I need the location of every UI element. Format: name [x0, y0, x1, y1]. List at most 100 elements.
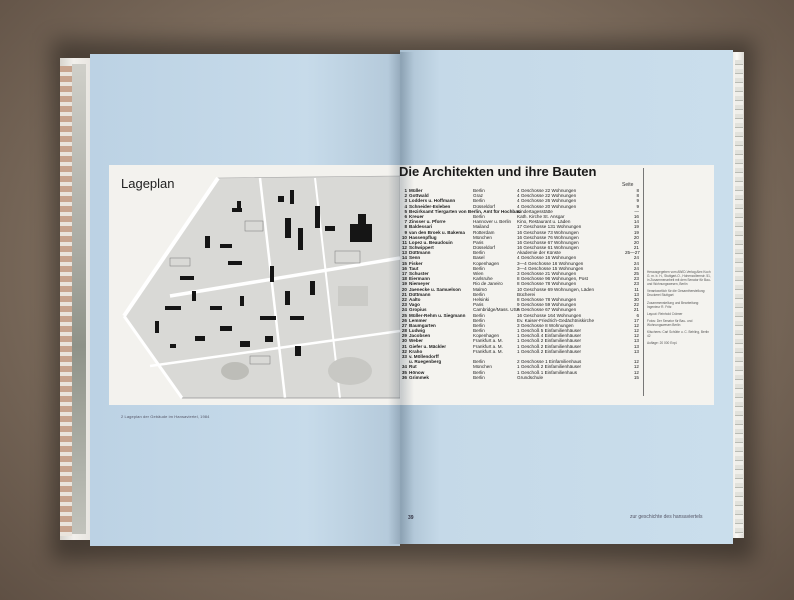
architect-name: Lemmer — [409, 317, 427, 323]
architect-city: Berlin — [473, 188, 485, 193]
row-number: 32 — [401, 348, 407, 354]
row-number: 7 — [404, 219, 407, 225]
architect-city: Hannover u. Berlin — [473, 219, 512, 225]
architect-name: Gottwald — [409, 193, 429, 199]
row-number: 25 — [401, 312, 407, 318]
page-reference: 21 — [633, 307, 639, 313]
architect-city: Graz — [473, 193, 483, 199]
book-gutter-shadow — [388, 52, 414, 544]
architect-city: Berlin — [473, 374, 485, 380]
architect-city: Kopenhagen — [473, 333, 500, 339]
row-number: 16 — [401, 265, 407, 271]
row-number: 35 — [401, 369, 407, 375]
figure-caption: 2 Lageplan der Gebäude im Hansaviertel, … — [121, 414, 210, 419]
colophon-note: Klischees: Carl Schütte u. C. Behling, B… — [647, 330, 710, 339]
architect-city: Frankfurt a. M. — [473, 348, 503, 354]
architect-city: Frankfurt a. M. — [473, 338, 503, 344]
building-description: 2 Geschosse 1 Einfamilienhaus — [517, 359, 582, 365]
building-description: Kindertagesstätte — [517, 208, 553, 214]
architect-city: Rotterdam — [473, 229, 495, 235]
row-number: 12 — [401, 245, 407, 251]
left-foldout-strip — [60, 66, 72, 536]
row-number: 31 — [401, 343, 407, 349]
architect-city: Cambridge/Mass. USA — [473, 307, 520, 313]
page-reference: 30 — [633, 296, 639, 302]
architect-name: van den Broek u. Bakema — [409, 229, 465, 235]
architect-city: Berlin — [473, 265, 485, 271]
building-description: 8 Geschosse 78 Wohnungen — [517, 281, 577, 287]
table-title: Die Architekten und ihre Bauten — [399, 164, 597, 179]
row-number: 17 — [401, 271, 407, 276]
row-number: 19 — [401, 281, 407, 287]
architect-name: Ludwig — [409, 328, 426, 334]
row-number: 22 — [401, 296, 407, 302]
building-description: 3 Geschosse 8 Wohnungen — [517, 322, 574, 328]
building-description: 1 Geschoß 5 Einfamilienhäuser — [517, 328, 582, 334]
architect-city: Basel — [473, 255, 485, 261]
architect-name: Kraho — [409, 348, 423, 354]
page-reference: 14 — [633, 219, 639, 225]
building-description: 4 Geschosse 20 Wohnungen — [517, 203, 577, 209]
page-reference: 11 — [634, 286, 639, 292]
architect-city: Paris — [473, 302, 484, 308]
page-reference: 20 — [633, 234, 639, 240]
row-number: 14 — [401, 255, 407, 261]
building-description: 16 Geschosse 164 Wohnungen — [517, 312, 582, 318]
architect-name: Schuster — [409, 271, 429, 276]
page-reference: 15 — [633, 374, 639, 380]
building-description: 8 Geschosse 78 Wohnungen — [517, 296, 577, 302]
page-reference: 13 — [633, 291, 639, 297]
architect-city: Karlsruhe — [473, 276, 493, 282]
row-number: 9 — [404, 229, 407, 235]
page-reference: 24 — [633, 260, 639, 266]
building-description: 9 Geschosse 67 Wohnungen — [517, 307, 577, 313]
building-description: 16 Geschosse 73 Wohnungen — [517, 229, 579, 235]
building-description: 16 Geschosse 67 Wohnungen — [517, 239, 579, 245]
architect-name: v. Möllendorff — [409, 354, 439, 359]
architect-name: Senn — [409, 255, 421, 261]
architect-city: Frankfurt a. M. — [473, 343, 503, 349]
building-description: 4 Geschosse 26 Wohnungen — [517, 198, 577, 204]
page-reference: 25 — [633, 271, 639, 276]
right-foldout-strip — [735, 60, 743, 534]
architect-name: Jacobsen — [409, 333, 431, 339]
architect-city: Paris — [473, 239, 484, 245]
row-number: 6 — [404, 213, 407, 219]
building-description: 4 Geschosse 16 Wohnungen — [517, 255, 577, 261]
architect-city: Wien — [473, 271, 484, 276]
left-photo-strip — [72, 64, 86, 534]
colophon-note: Auflage: 20 000 Expl. — [647, 341, 678, 346]
colophon-note: Layout: Reinhold Crämer — [647, 311, 683, 316]
architect-name: Vago — [409, 302, 420, 308]
row-number: 11 — [402, 239, 407, 245]
architect-city: München — [473, 234, 492, 240]
building-description: 1 Geschoß 2 Einfamilienhäuser — [517, 343, 582, 349]
building-description: 1 Geschoß 2 Einfamilienhäuser — [517, 348, 582, 354]
page-reference: 19 — [633, 224, 639, 230]
row-number: 4 — [404, 203, 407, 209]
architect-city: Malmö — [473, 286, 487, 292]
architect-city: Düsseldorf — [473, 203, 495, 209]
page-reference: 22 — [633, 302, 639, 308]
row-number: 33 — [401, 354, 407, 359]
architect-name: Taut — [409, 265, 419, 271]
page-reference: 24 — [633, 255, 639, 261]
row-number: 28 — [401, 328, 407, 334]
